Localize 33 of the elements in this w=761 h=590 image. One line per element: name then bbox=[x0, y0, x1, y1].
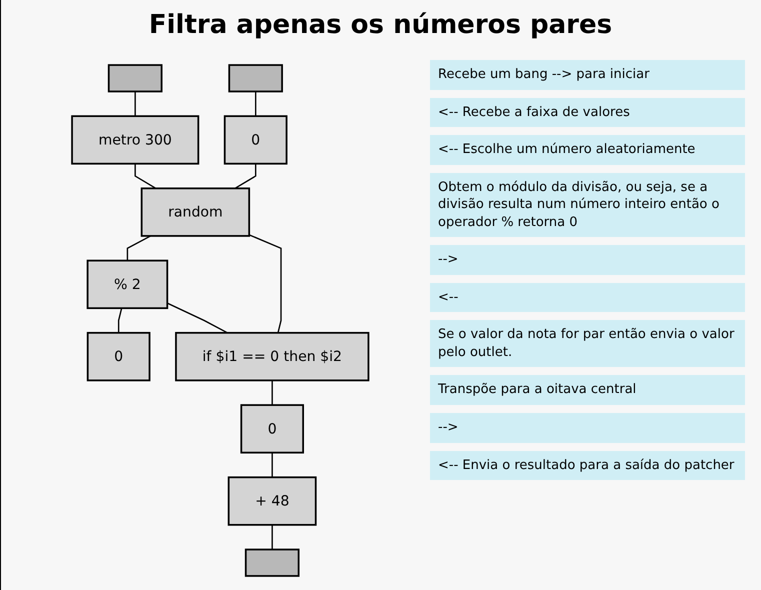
comment-text: <-- Escolhe um número aleatoriamente bbox=[430, 135, 745, 165]
comment-text: <-- Envia o resultado para a saída do patcher bbox=[430, 450, 745, 480]
comment-text: Recebe um bang --> para iniciar bbox=[430, 60, 745, 90]
connector bbox=[248, 234, 282, 333]
comment-text: --> bbox=[430, 245, 745, 275]
node-box: % 2 bbox=[86, 260, 168, 310]
node-box: 0 bbox=[224, 115, 288, 165]
comment-text: Se o valor da nota for par então envia o valor pelo outlet. bbox=[430, 320, 745, 368]
connector bbox=[271, 452, 273, 478]
connector bbox=[134, 91, 136, 116]
connector bbox=[271, 524, 273, 550]
node-box bbox=[244, 548, 300, 577]
node-box: random bbox=[140, 188, 250, 237]
node-box: + 48 bbox=[228, 476, 316, 526]
connector bbox=[118, 308, 122, 333]
node-box: 0 bbox=[240, 404, 304, 454]
connector bbox=[254, 91, 256, 116]
node-box bbox=[108, 64, 162, 92]
connector bbox=[134, 164, 156, 189]
node-box: 0 bbox=[86, 332, 150, 382]
diagram-title: Filtra apenas os números pares bbox=[148, 10, 614, 40]
comment-text: <-- bbox=[430, 282, 745, 312]
node-box: metro 300 bbox=[70, 115, 199, 165]
comment-text: Transpõe para a oitava central bbox=[430, 375, 745, 406]
connector bbox=[126, 235, 151, 261]
node-box bbox=[228, 64, 283, 92]
connector bbox=[234, 164, 256, 189]
connector bbox=[166, 302, 228, 334]
comment-text: <-- Recebe a faixa de valores bbox=[430, 98, 745, 128]
comment-text: Obtem o módulo da divisão, ou seja, se a divisão resulta num número inteiro então o operador % retorna 0 bbox=[430, 172, 745, 238]
connector bbox=[271, 380, 273, 406]
comment-text: --> bbox=[430, 413, 745, 443]
node-box: if $i1 == 0 then $i2 bbox=[174, 332, 370, 382]
